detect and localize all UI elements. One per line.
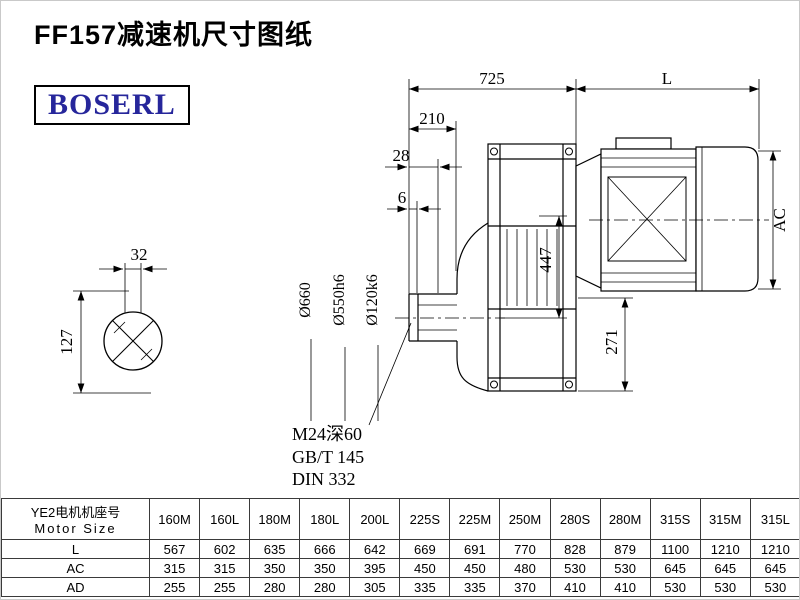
motor-outline [575, 137, 759, 292]
centerlines [395, 219, 769, 319]
row-label-ac: AC [1, 558, 150, 578]
col-header-315m: 315M [699, 498, 751, 540]
cell-ad-4: 305 [349, 577, 401, 597]
col-header-160m: 160M [148, 498, 201, 540]
cell-ad-11: 530 [699, 577, 751, 597]
cell-ad-5: 335 [399, 577, 451, 597]
cell-l-4: 642 [349, 539, 401, 559]
cell-ad-8: 410 [549, 577, 601, 597]
cell-l-11: 1210 [699, 539, 751, 559]
input-shaft-outline [408, 293, 457, 342]
col-header-315s: 315S [649, 498, 701, 540]
dimension-lines [73, 79, 781, 426]
col-header-180l: 180L [299, 498, 351, 540]
dim-6-label: 6 [398, 188, 407, 207]
cell-l-0: 567 [148, 539, 201, 559]
cell-ad-7: 370 [499, 577, 551, 597]
col-header-225s: 225S [399, 498, 451, 540]
cell-ac-10: 645 [649, 558, 701, 578]
dim-28-label: 28 [393, 146, 410, 165]
table-row-ad: AD 255 255 280 280 305 335 335 370 410 4… [1, 577, 799, 597]
cell-l-8: 828 [549, 539, 601, 559]
col-header-250m: 250M [499, 498, 551, 540]
cell-ad-10: 530 [649, 577, 701, 597]
col-header-200l: 200L [349, 498, 401, 540]
motor-size-header-cn: YE2电机机座号 [30, 505, 121, 520]
cell-ac-8: 530 [549, 558, 601, 578]
cell-ac-11: 645 [699, 558, 751, 578]
col-header-160l: 160L [199, 498, 251, 540]
thread-note: M24深60 [292, 424, 362, 444]
gearbox-housing-outline [456, 143, 577, 392]
cell-l-12: 1210 [749, 539, 799, 559]
dim-271-label: 271 [602, 329, 621, 355]
cell-l-7: 770 [499, 539, 551, 559]
cell-ad-2: 280 [249, 577, 301, 597]
page-title: FF157减速机尺寸图纸 [34, 20, 314, 50]
dim-l-label: L [662, 69, 672, 88]
dim-127-label: 127 [57, 329, 76, 355]
row-label-ad: AD [1, 577, 150, 597]
std-din-label: DIN 332 [292, 469, 356, 489]
dim-32-label: 32 [131, 245, 148, 264]
motor-size-header: YE2电机机座号 Motor Size [1, 498, 150, 540]
cell-ac-5: 450 [399, 558, 451, 578]
cell-ac-0: 315 [148, 558, 201, 578]
cell-ad-3: 280 [299, 577, 351, 597]
row-label-l: L [1, 539, 150, 559]
dim-447-label: 447 [536, 247, 555, 273]
dim-725-label: 725 [479, 69, 505, 88]
table-row-ac: AC 315 315 350 350 395 450 450 480 530 5… [1, 558, 799, 578]
col-header-280s: 280S [549, 498, 601, 540]
cell-ac-1: 315 [199, 558, 251, 578]
cell-ad-0: 255 [148, 577, 201, 597]
cell-ac-6: 450 [449, 558, 501, 578]
cell-ac-3: 350 [299, 558, 351, 578]
technical-drawing: 725 L 210 28 6 32 127 447 271 AC Ø660 Ø5… [57, 69, 789, 489]
cell-l-1: 602 [199, 539, 251, 559]
motor-details [601, 147, 703, 291]
boserl-logo: BOSERL [34, 85, 190, 125]
std-gb-label: GB/T 145 [292, 447, 364, 467]
table-row-l: L 567 602 635 666 642 669 691 770 828 87… [1, 539, 799, 559]
cell-l-6: 691 [449, 539, 501, 559]
cell-ad-12: 530 [749, 577, 799, 597]
col-header-315l: 315L [749, 498, 799, 540]
table-header-row: YE2电机机座号 Motor Size 160M 160L 180M 180L … [1, 498, 799, 540]
cell-l-2: 635 [249, 539, 301, 559]
cell-ac-9: 530 [599, 558, 651, 578]
dia-550-label: Ø550h6 [331, 274, 348, 326]
cell-ac-12: 645 [749, 558, 799, 578]
cell-l-3: 666 [299, 539, 351, 559]
cell-ac-7: 480 [499, 558, 551, 578]
shaft-end-view [103, 263, 163, 371]
cell-l-10: 1100 [649, 539, 701, 559]
cell-ac-2: 350 [249, 558, 301, 578]
cell-l-5: 669 [399, 539, 451, 559]
col-header-225m: 225M [449, 498, 501, 540]
cell-ac-4: 395 [349, 558, 401, 578]
cell-ad-1: 255 [199, 577, 251, 597]
dia-120-label: Ø120k6 [364, 274, 381, 326]
cell-l-9: 879 [599, 539, 651, 559]
dia-660-label: Ø660 [297, 282, 314, 318]
dim-210-label: 210 [419, 109, 445, 128]
cell-ad-6: 335 [449, 577, 501, 597]
col-header-180m: 180M [249, 498, 301, 540]
cell-ad-9: 410 [599, 577, 651, 597]
dim-ac-label: AC [770, 208, 789, 232]
flange-bolt-holes [490, 147, 573, 389]
motor-size-header-en: Motor Size [34, 521, 117, 536]
col-header-280m: 280M [599, 498, 651, 540]
dimension-table: YE2电机机座号 Motor Size 160M 160L 180M 180L … [1, 498, 799, 597]
dimension-labels: 725 L 210 28 6 32 127 447 271 AC Ø660 Ø5… [57, 69, 789, 489]
